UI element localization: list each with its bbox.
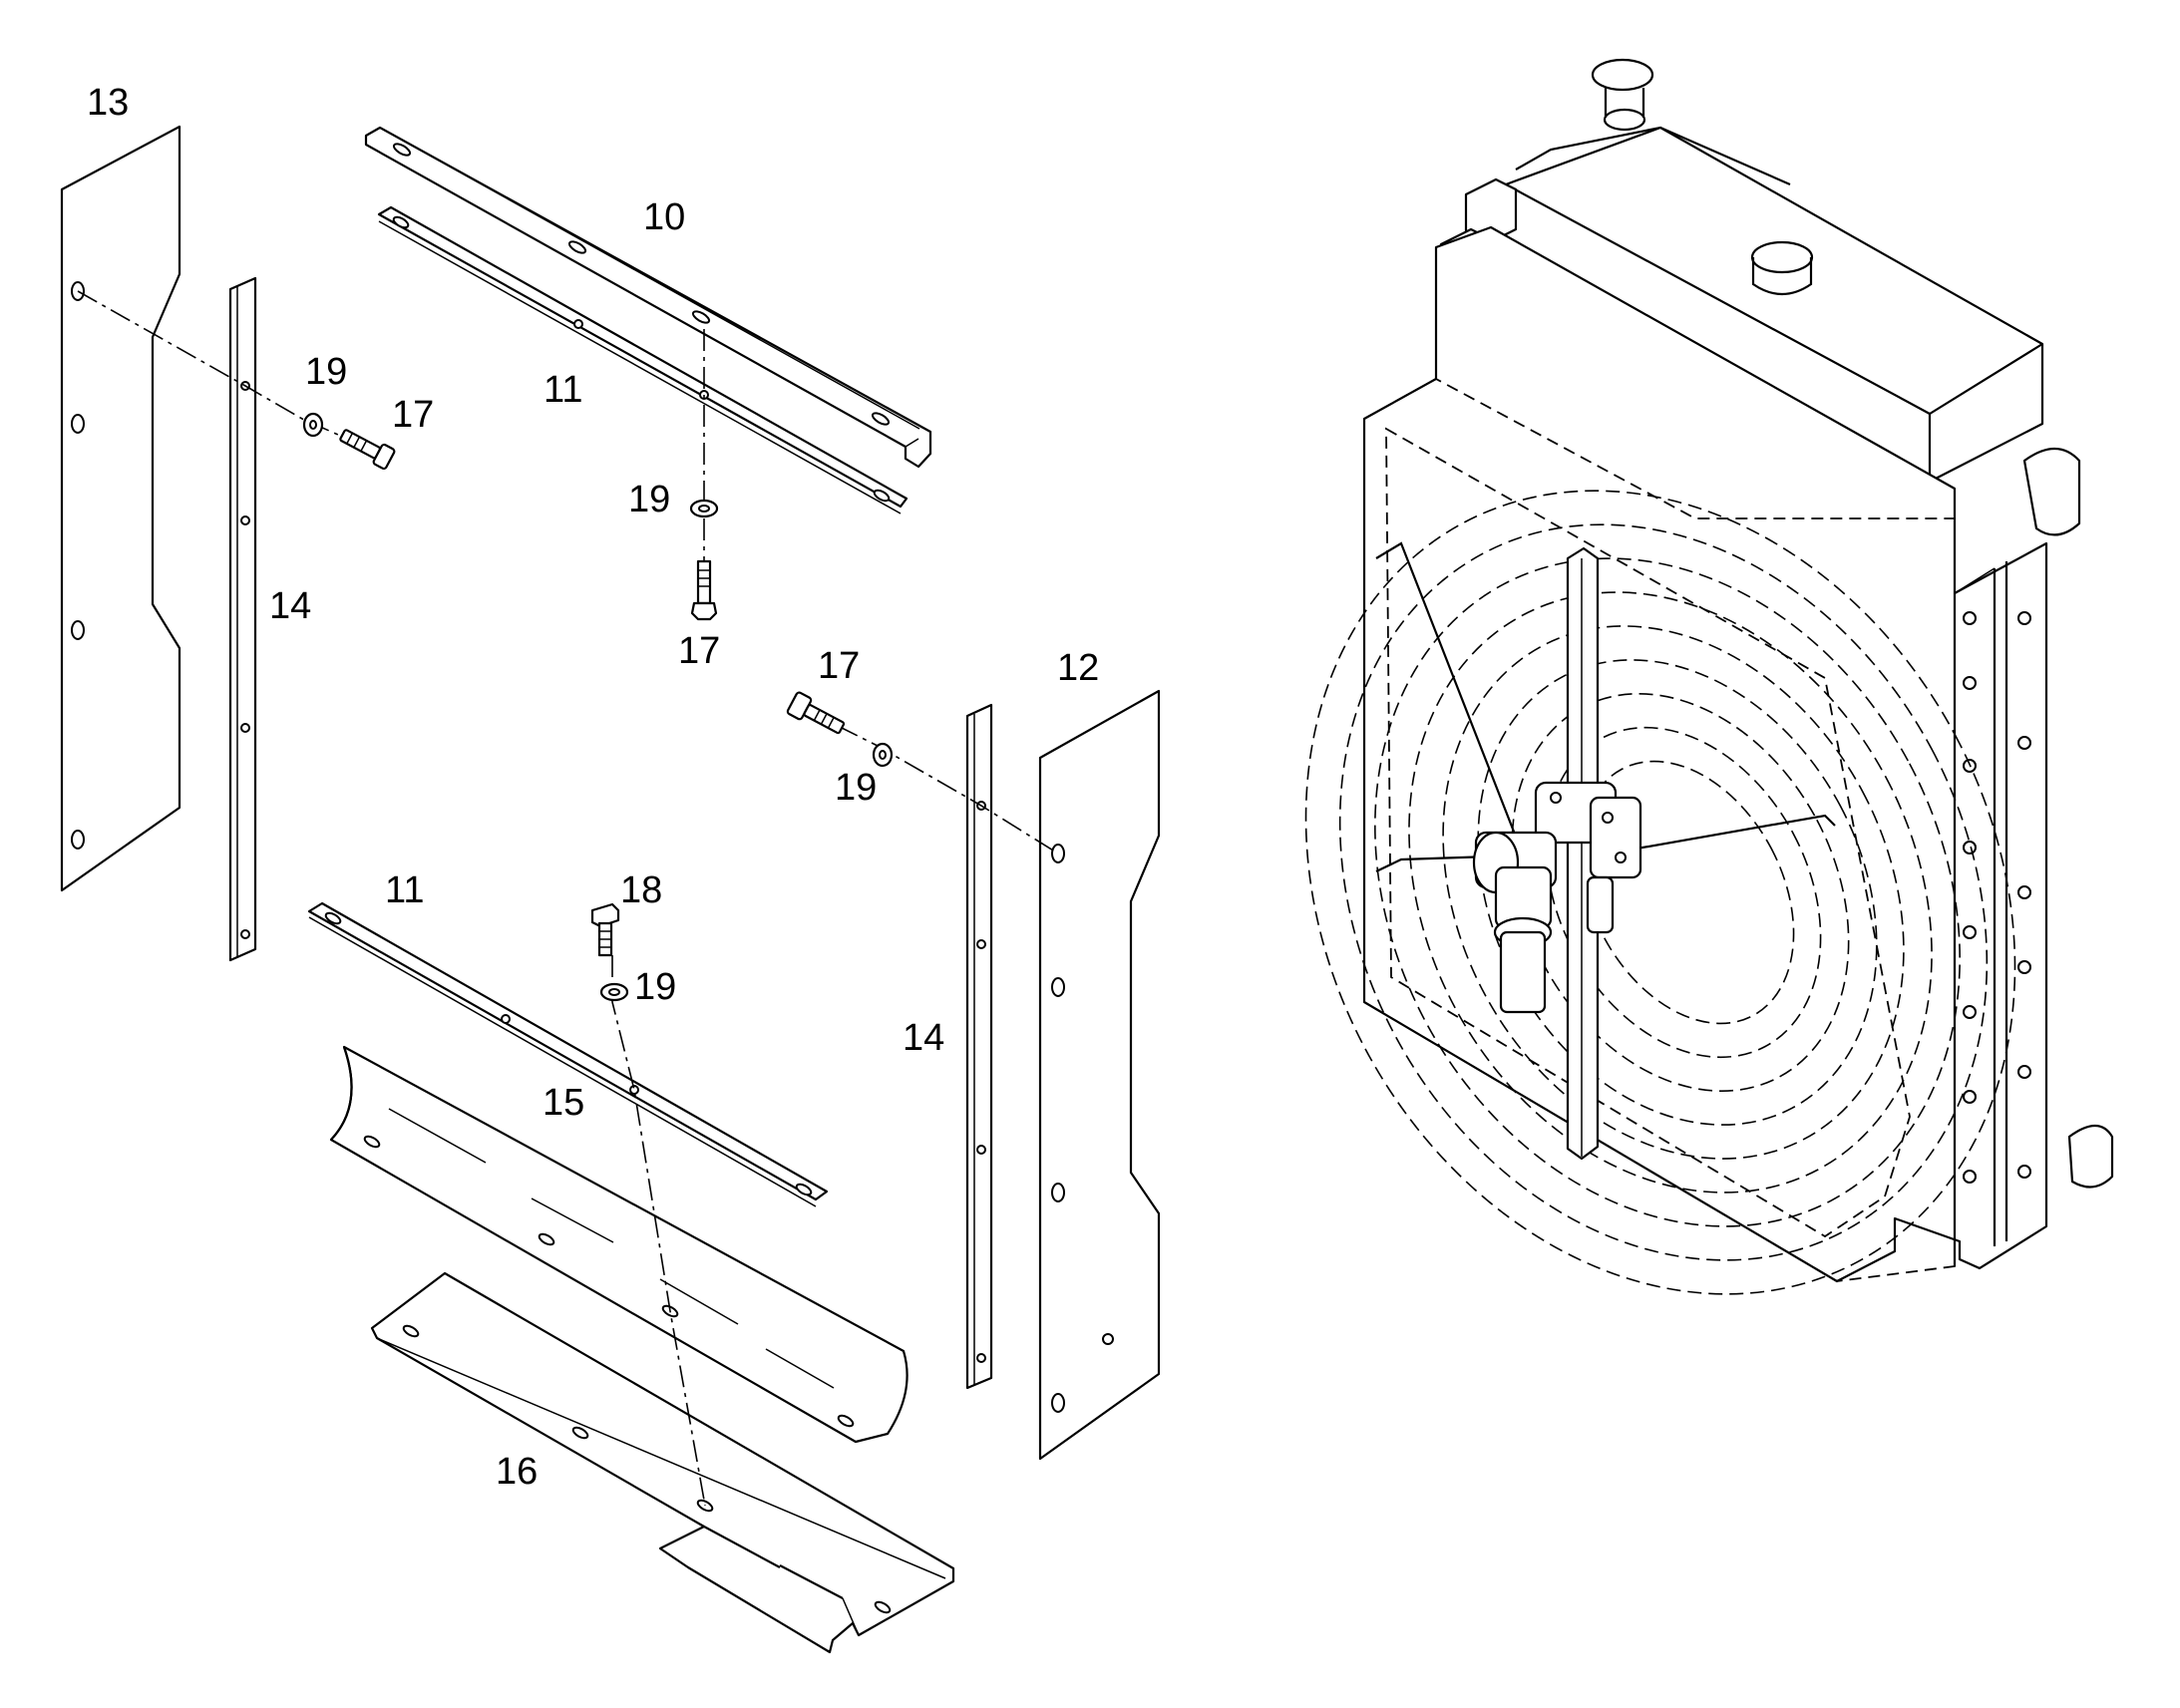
bolt-17-right: [786, 691, 846, 735]
callout-13: 13: [87, 82, 129, 124]
part-14-strip-left: [228, 276, 257, 962]
callout-15: 15: [543, 1082, 584, 1124]
callout-19-center: 19: [628, 479, 670, 520]
callout-12: 12: [1057, 647, 1099, 689]
filler-neck: [1591, 58, 1654, 132]
part-11-upper-bar: [377, 205, 908, 514]
bolt-18: [590, 902, 620, 957]
motor-mount-bar: [1566, 546, 1600, 1161]
washer-19-lower: [599, 982, 629, 1002]
part-11-lower-bar: [307, 901, 829, 1207]
callout-16: 16: [496, 1451, 538, 1493]
callout-17-right: 17: [818, 645, 860, 687]
callout-14-left: 14: [269, 585, 311, 627]
bolt-17-left: [339, 429, 396, 471]
washer-19-right: [872, 742, 894, 768]
part-12-side-panel-right: [1038, 689, 1161, 1461]
callout-19-lower: 19: [634, 966, 676, 1008]
callout-18: 18: [620, 869, 662, 911]
callout-labels: 13 10 19 11 17 19 14 17 17 12 19 11 18 1…: [87, 82, 1099, 1493]
radiator-fan-assembly: [1304, 58, 2114, 1295]
callout-14-right: 14: [903, 1017, 944, 1059]
header-tank-cap: [1750, 240, 1814, 295]
hydraulic-fan-motor: [1472, 781, 1642, 1014]
part-14-strip-right: [965, 703, 993, 1390]
callout-19-right: 19: [835, 767, 877, 809]
bolt-17-center: [690, 559, 718, 621]
part-10-upper-bracket: [364, 126, 932, 469]
side-rail-bolts: [1963, 611, 2031, 1184]
part-13-side-panel-left: [60, 125, 182, 892]
callout-17-left: 17: [392, 394, 434, 436]
part-16-bottom-plate: [370, 1271, 955, 1654]
washer-19-center: [689, 499, 719, 518]
callout-19-left: 19: [305, 351, 347, 393]
washer-19-left: [302, 412, 324, 438]
callout-11-lower: 11: [385, 869, 424, 911]
callout-10: 10: [643, 196, 685, 238]
callout-17-center: 17: [678, 630, 720, 672]
callout-11-upper: 11: [544, 369, 582, 411]
assembly-center-lines: [77, 290, 1059, 1507]
